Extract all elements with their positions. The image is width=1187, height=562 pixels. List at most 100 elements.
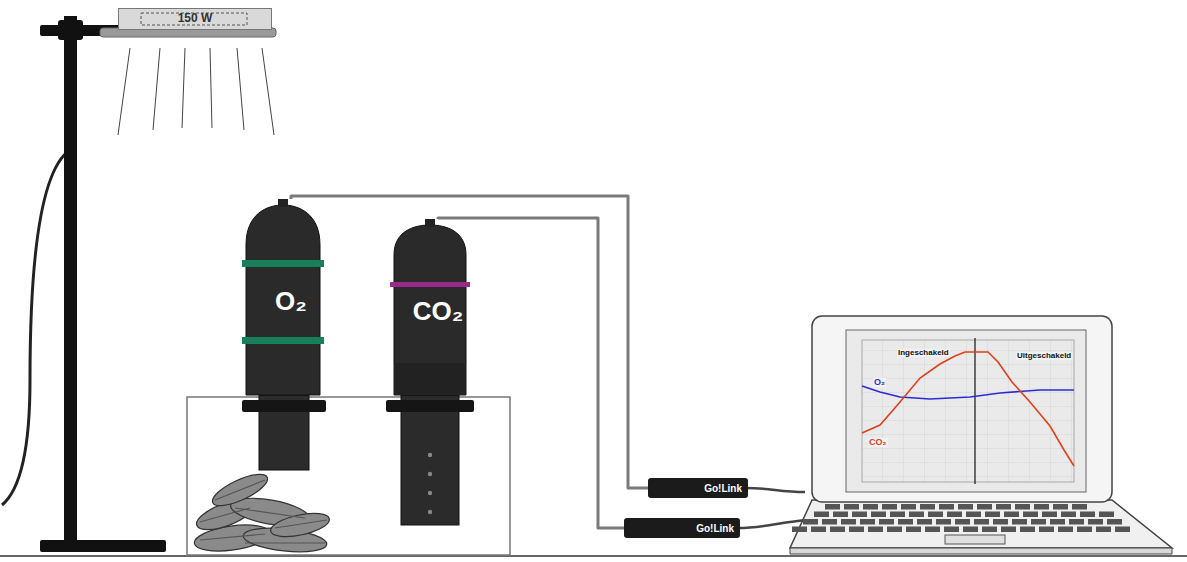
key <box>936 519 951 525</box>
co2-probe-tip <box>401 395 459 525</box>
co2-clamp <box>386 400 474 412</box>
key <box>1061 512 1076 518</box>
key <box>974 519 989 525</box>
key <box>1077 527 1092 533</box>
laptop-screen-frame <box>812 316 1112 502</box>
key <box>944 527 959 533</box>
golink-interface: Go!Link <box>624 518 740 538</box>
chart-label: Uitgeschakeld <box>1016 352 1072 360</box>
chart-label: O₂ <box>873 378 886 387</box>
key <box>1031 519 1046 525</box>
key <box>811 527 826 533</box>
key <box>803 519 818 525</box>
key <box>1099 512 1114 518</box>
key <box>841 519 856 525</box>
key <box>890 512 905 518</box>
laptop-base <box>790 500 1172 548</box>
laptop-display <box>846 330 1086 492</box>
key <box>860 519 875 525</box>
lamp-housing: 150 W <box>118 8 272 30</box>
key <box>1034 504 1049 510</box>
key <box>1080 512 1095 518</box>
glass-tank <box>187 397 510 555</box>
key <box>917 519 932 525</box>
key <box>1039 527 1054 533</box>
laptop-touchpad <box>945 535 1005 544</box>
key <box>822 519 837 525</box>
o2-clamp <box>242 400 326 412</box>
key <box>868 527 883 533</box>
key <box>844 504 859 510</box>
key <box>898 519 913 525</box>
laptop-base-edge <box>790 548 1172 554</box>
key <box>1020 527 1035 533</box>
key <box>963 527 978 533</box>
key <box>982 527 997 533</box>
key <box>966 512 981 518</box>
key <box>928 512 943 518</box>
key <box>830 527 845 533</box>
key <box>955 519 970 525</box>
key <box>792 527 807 533</box>
key <box>1058 527 1073 533</box>
o2-curve <box>862 386 1074 399</box>
key <box>947 512 962 518</box>
key <box>879 519 894 525</box>
stand-clamp <box>58 20 83 40</box>
key <box>1088 519 1103 525</box>
key <box>1115 527 1130 533</box>
stand-pole <box>64 16 77 546</box>
light-rays <box>118 48 274 135</box>
key <box>1015 504 1030 510</box>
leaves <box>193 468 332 555</box>
chart-plot-area <box>862 340 1074 482</box>
stand-base <box>40 540 166 552</box>
key <box>833 512 848 518</box>
ground-line <box>0 555 1187 557</box>
key <box>909 512 924 518</box>
switch-marker-line <box>974 338 975 484</box>
co2-vent-holes <box>428 453 432 514</box>
key <box>1012 519 1027 525</box>
key <box>920 504 935 510</box>
key <box>871 512 886 518</box>
chart-label: Ingeschakeld <box>897 349 950 357</box>
key <box>993 519 1008 525</box>
sensor-cable <box>291 196 648 488</box>
key <box>1053 504 1068 510</box>
co2-sensor: CO₂ <box>388 225 488 395</box>
key <box>1096 527 1111 533</box>
node-text: 150 W <box>178 12 213 25</box>
oxygen-sensor: O₂ <box>238 205 344 395</box>
usb-cable <box>746 488 805 492</box>
key <box>901 504 916 510</box>
key <box>1107 519 1122 525</box>
laptop-keyboard <box>792 504 1130 532</box>
lamp-cord <box>2 150 70 505</box>
key <box>1042 512 1057 518</box>
key <box>925 527 940 533</box>
key <box>939 504 954 510</box>
key <box>882 504 897 510</box>
key <box>996 504 1011 510</box>
co2-curve <box>862 352 1074 466</box>
golink-interface: Go!Link <box>648 478 748 498</box>
key <box>1023 512 1038 518</box>
key <box>977 504 992 510</box>
key <box>1004 512 1019 518</box>
key <box>814 512 829 518</box>
key <box>849 527 864 533</box>
node-text: O₂ <box>238 287 344 316</box>
chart-label: CO₂ <box>868 438 888 447</box>
key <box>1072 504 1087 510</box>
key <box>887 527 902 533</box>
key <box>958 504 973 510</box>
node-text: Go!Link <box>696 523 734 534</box>
key <box>1001 527 1016 533</box>
key <box>1050 519 1065 525</box>
key <box>1069 519 1084 525</box>
key <box>825 504 840 510</box>
